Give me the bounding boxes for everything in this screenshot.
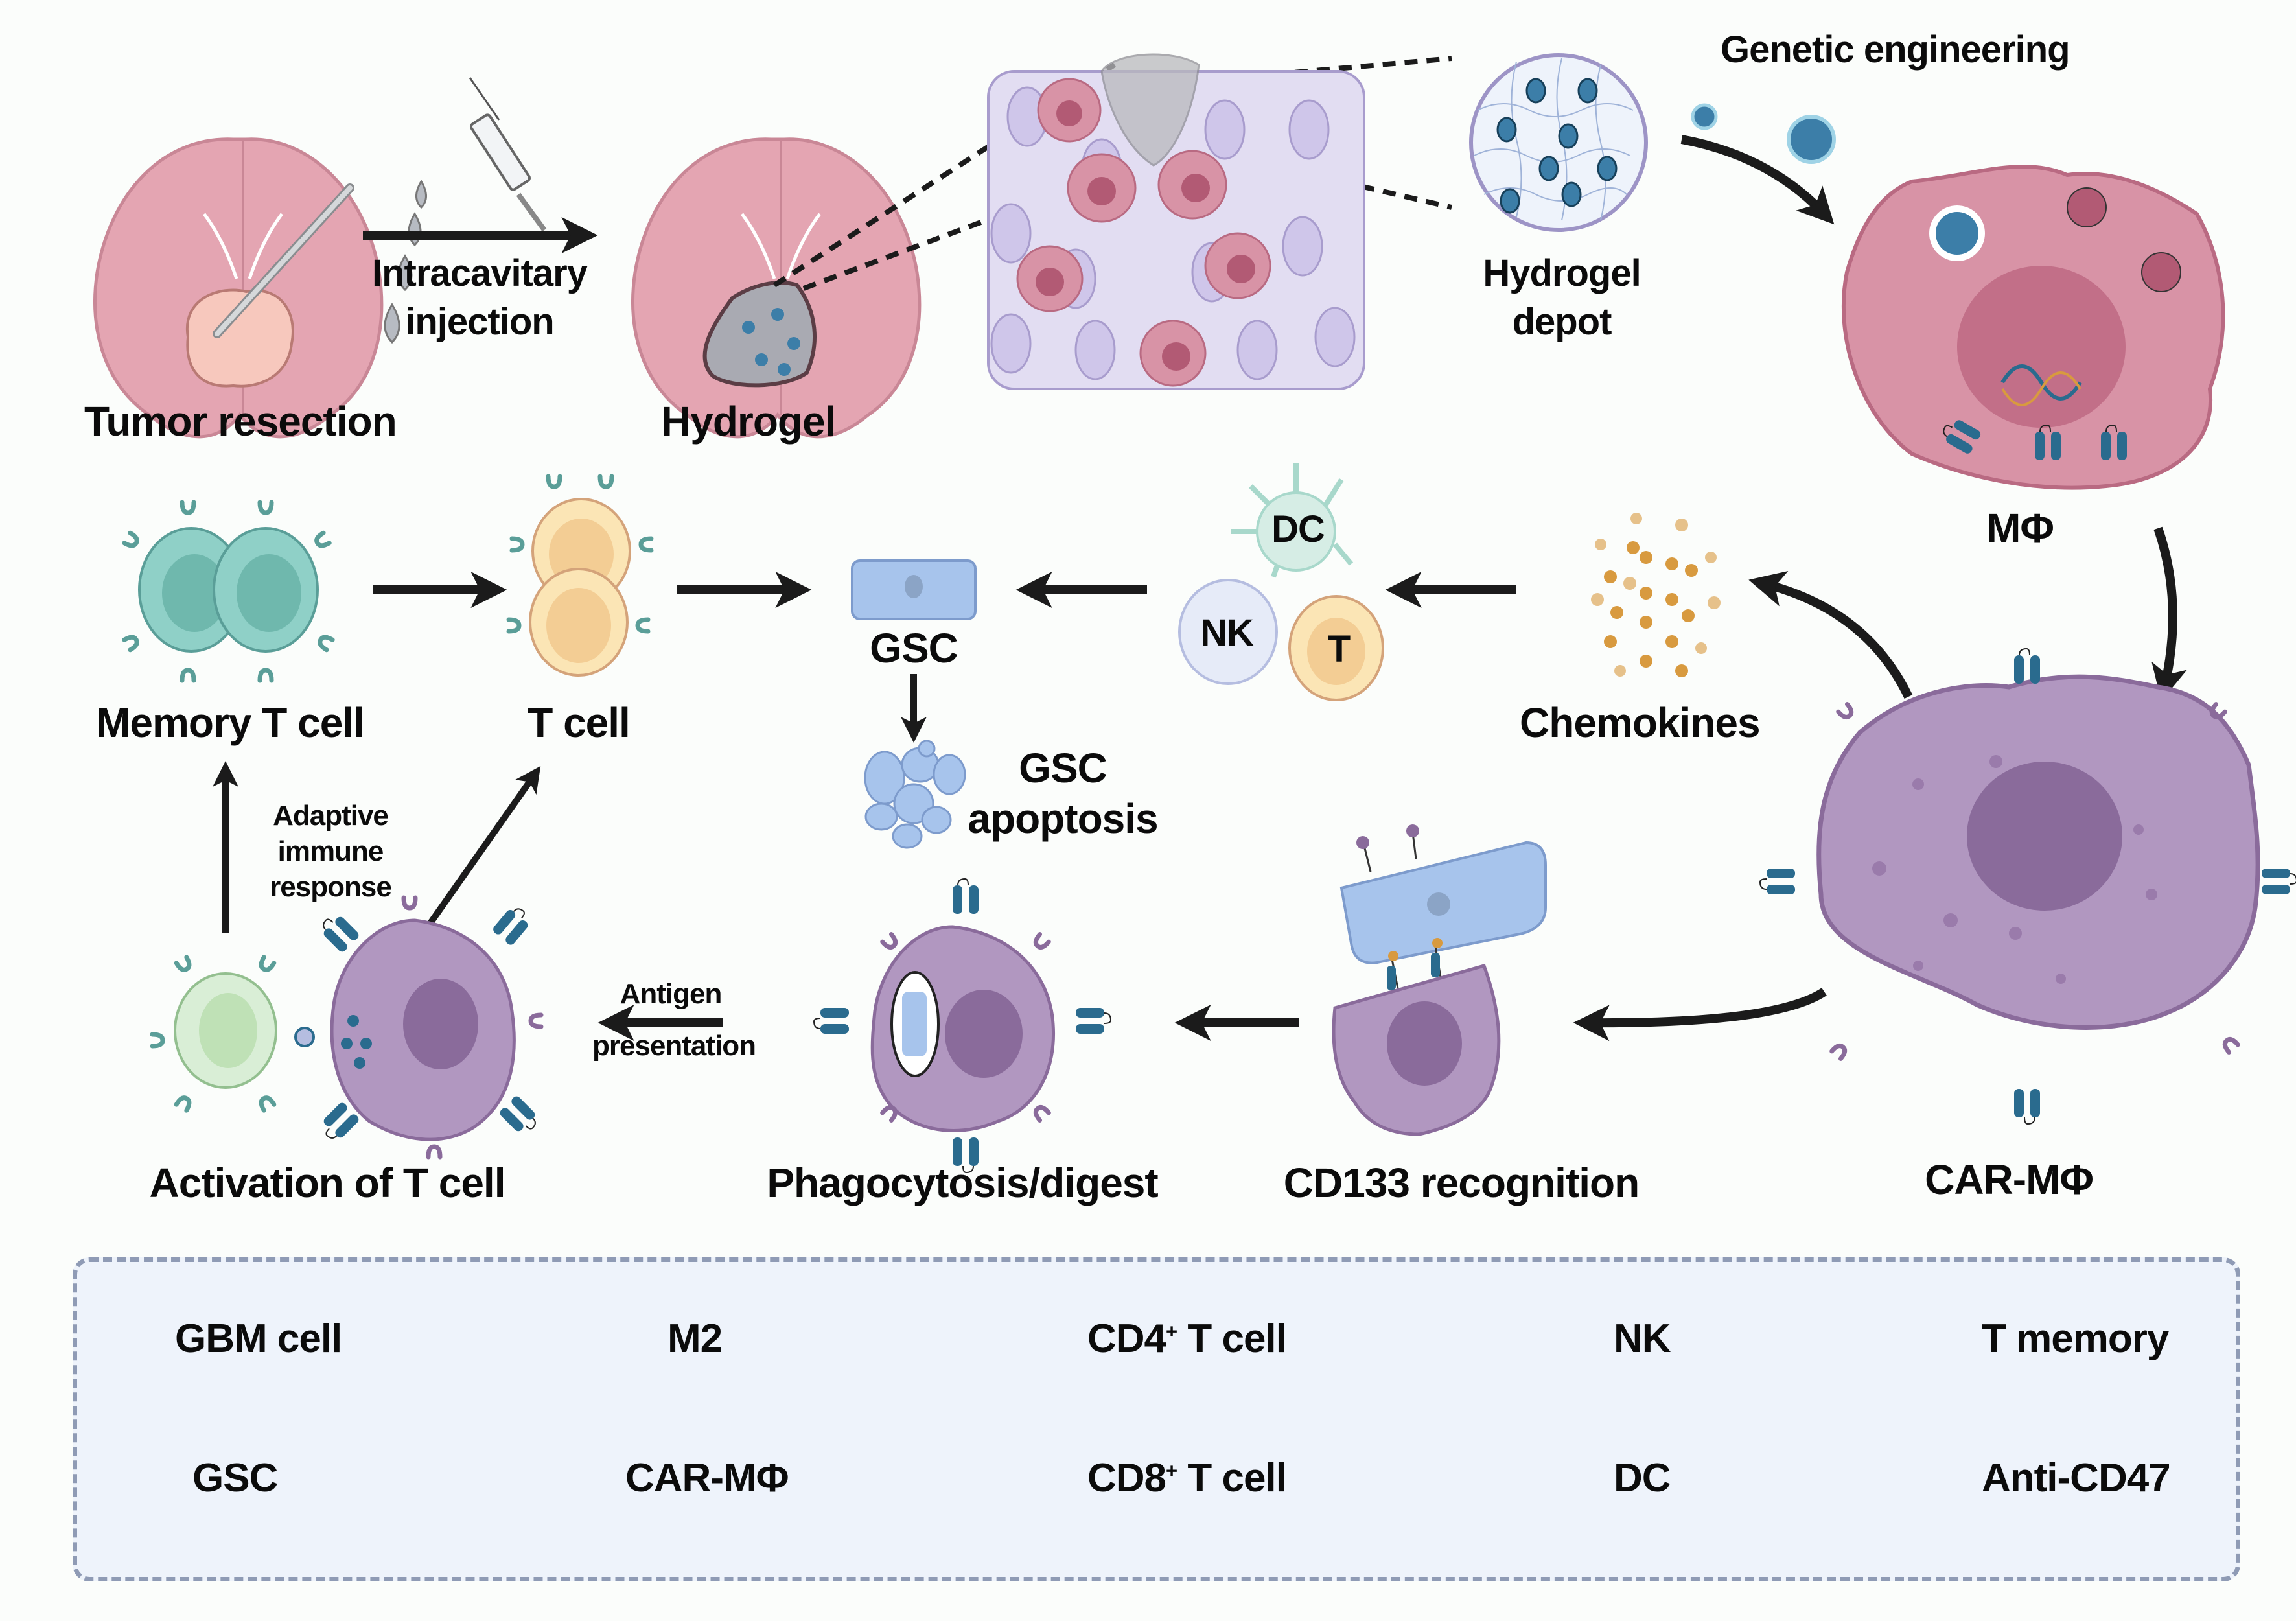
legend-box <box>73 1257 2240 1581</box>
legend-item-gsc: GSC <box>192 1455 278 1501</box>
hydrogel-filled-cavity <box>702 281 817 388</box>
legend-label: DC <box>1614 1456 1671 1500</box>
label-gsc-apoptosis-2: apoptosis <box>968 795 1158 842</box>
label-response: response <box>270 871 392 903</box>
label-tumor-resection: Tumor resection <box>84 398 397 445</box>
nanoparticle-icon <box>1691 103 1718 130</box>
label-chemokines: Chemokines <box>1520 699 1761 746</box>
dendritic-cell <box>1231 463 1354 578</box>
activation-to-t-cell-arrow <box>424 765 541 929</box>
hydrogel-depot-magnified <box>1469 53 1648 232</box>
legend-item-nk: NK <box>1614 1316 1671 1362</box>
legend-label: GBM cell <box>175 1316 342 1361</box>
label-injection: injection <box>405 301 554 343</box>
legend-item-t-memory: T memory <box>1982 1316 2169 1362</box>
legend-item-dc: DC <box>1614 1455 1671 1501</box>
legend-label: CD8+ T cell <box>1087 1456 1287 1500</box>
label-hydrogel-depot-1: Hydrogel <box>1483 252 1641 294</box>
label-hydrogel: Hydrogel <box>661 398 836 445</box>
legend-item-cd4-t-cell: CD4+ T cell <box>1087 1316 1287 1362</box>
memory-t-cell-pair <box>124 502 332 681</box>
legend-label: CAR-MΦ <box>625 1456 789 1500</box>
label-activation-of-t-cell: Activation of T cell <box>149 1160 506 1206</box>
macrophage-to-car-arrow <box>2151 526 2187 701</box>
cd133-recognition-illustration <box>1332 824 1547 1136</box>
legend-label: GSC <box>192 1456 278 1500</box>
label-macrophage: MΦ <box>1986 505 2054 552</box>
phagocytosis-car-macrophage <box>813 878 1111 1173</box>
gene-vector-icon <box>1787 115 1836 164</box>
legend-item-gbm-cell: GBM cell <box>175 1316 342 1362</box>
legend-item-anti-cd47: Anti-CD47 <box>1982 1455 2171 1501</box>
legend-label: M2 <box>667 1316 723 1361</box>
label-antigen: Antigen <box>620 978 723 1010</box>
macrophage-engineering-illustration <box>1841 165 2225 490</box>
legend-item-car-macrophage: CAR-MΦ <box>625 1455 789 1501</box>
hydrogel-implant <box>1100 53 1200 167</box>
label-cd133-recognition: CD133 recognition <box>1283 1160 1640 1206</box>
nk-cell <box>1178 579 1278 685</box>
syringe-icon <box>469 77 547 232</box>
tumor-mass <box>185 288 294 388</box>
legend-label: CD4+ T cell <box>1087 1316 1287 1361</box>
label-adaptive: Adaptive <box>273 800 389 832</box>
hydrogel-droplets-icon <box>384 180 427 344</box>
label-phagocytosis: Phagocytosis/digest <box>767 1160 1158 1206</box>
brain-tumor-resection-illustration <box>93 137 384 439</box>
gsc-apoptosis-fragments <box>864 740 966 849</box>
dna-icon <box>2000 364 2082 401</box>
legend-label: Anti-CD47 <box>1982 1456 2171 1500</box>
legend-label: T memory <box>1982 1316 2169 1361</box>
label-nk: NK <box>1200 612 1254 654</box>
label-memory-t-cell: Memory T cell <box>96 699 365 746</box>
car-macrophage-illustration <box>1759 648 2296 1125</box>
gsc-cell <box>851 559 977 620</box>
cd4-t-cell-activation <box>152 957 315 1110</box>
legend-item-cd8-t-cell: CD8+ T cell <box>1087 1455 1287 1501</box>
legend-item-m2: M2 <box>667 1316 723 1362</box>
label-t: T <box>1327 628 1351 670</box>
label-t-cell: T cell <box>528 699 631 746</box>
label-genetic-engineering: Genetic engineering <box>1721 29 2070 71</box>
label-hydrogel-depot-2: depot <box>1512 301 1612 343</box>
brain-hydrogel-illustration <box>631 137 922 439</box>
label-gsc-apoptosis-1: GSC <box>1019 745 1107 791</box>
label-dc: DC <box>1271 508 1325 550</box>
label-presentation: presentation <box>592 1030 756 1062</box>
car-macrophage-antigen-presenting <box>316 898 542 1157</box>
label-gsc: GSC <box>870 625 958 671</box>
car-to-chemokines-arrow <box>1748 570 1913 699</box>
label-intracavitary: Intracavitary <box>372 252 588 294</box>
label-car-macrophage: CAR-MΦ <box>1925 1156 2094 1203</box>
chemokines-particles <box>1591 513 1721 677</box>
legend-label: NK <box>1614 1316 1671 1361</box>
immune-cell-cluster <box>1178 463 1384 701</box>
label-immune: immune <box>277 835 384 867</box>
t-cell-pair <box>509 476 651 677</box>
car-to-recognition-arrow <box>1573 988 1827 1042</box>
brain-tissue-cell-block <box>987 53 1365 390</box>
genetic-engineering-arrow <box>1680 135 1835 225</box>
